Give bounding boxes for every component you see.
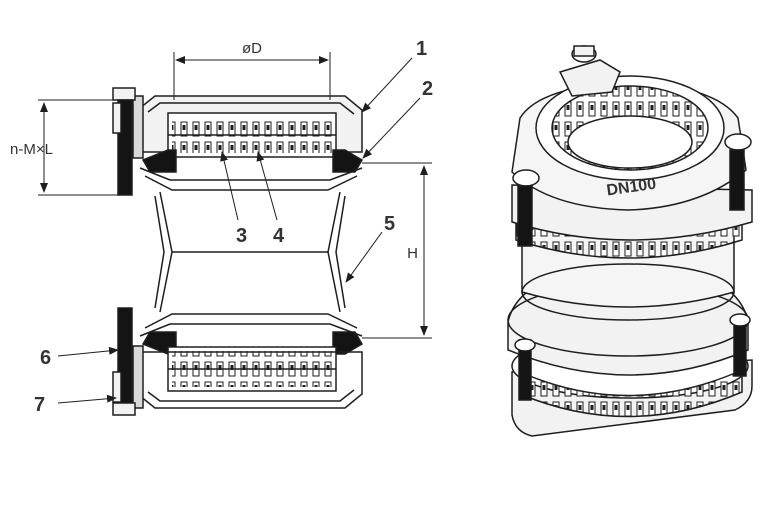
- diameter-label: øD: [242, 40, 262, 57]
- isometric-view: [507, 45, 753, 437]
- callout-2: 2: [422, 78, 433, 100]
- callout-1: 1: [416, 38, 427, 60]
- callout-5: 5: [384, 213, 395, 235]
- callout-6: 6: [40, 347, 51, 369]
- callout-7: 7: [34, 394, 45, 416]
- diameter-dimension: [173, 52, 331, 100]
- product-marking: DN100: [606, 176, 658, 200]
- height-dimension: [362, 162, 432, 339]
- callout-4: 4: [273, 225, 285, 247]
- height-label: H: [407, 245, 418, 262]
- bolt-spec-label: n-M×L: [10, 141, 53, 158]
- callout-leaders: [57, 57, 421, 404]
- bolt-dimension: [38, 99, 118, 196]
- section-view: [112, 87, 364, 416]
- callout-3: 3: [236, 225, 247, 247]
